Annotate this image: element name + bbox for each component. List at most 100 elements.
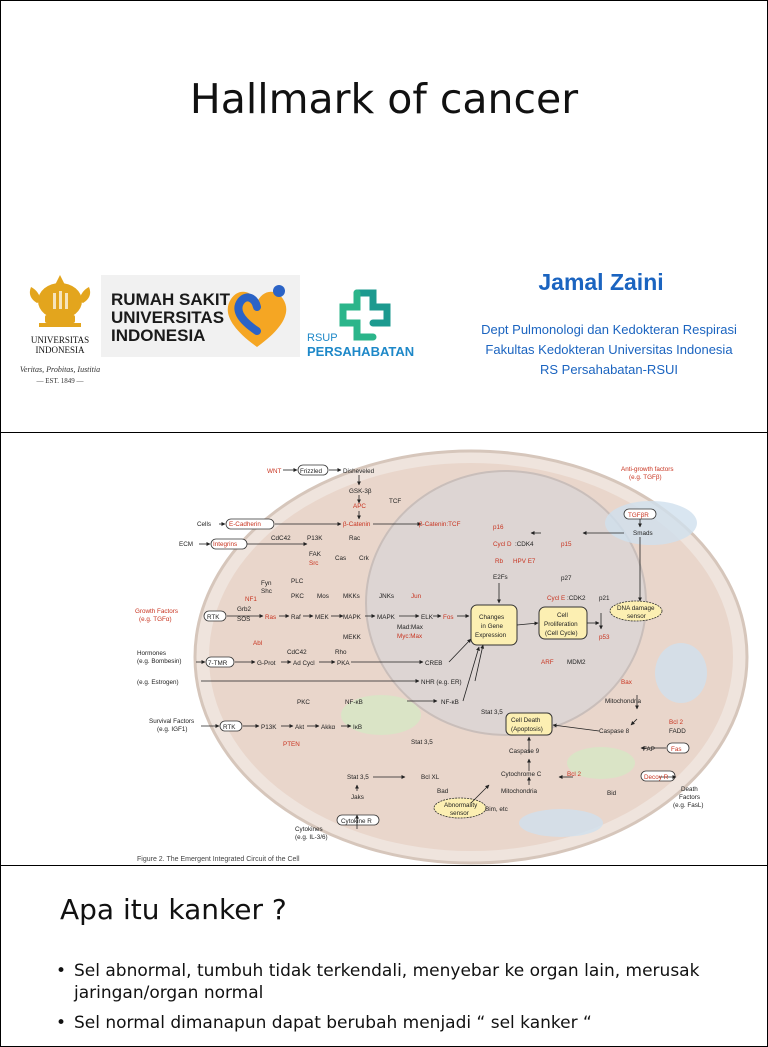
svg-text::CDK4: :CDK4 bbox=[515, 541, 534, 548]
svg-text:Cells: Cells bbox=[197, 521, 211, 528]
svg-text:Shc: Shc bbox=[261, 588, 272, 595]
svg-text:GSK-3β: GSK-3β bbox=[349, 488, 372, 495]
affiliation-line: RS Persahabatan-RSUI bbox=[539, 362, 678, 377]
svg-text:Bcl XL: Bcl XL bbox=[421, 774, 440, 781]
svg-text:ECM: ECM bbox=[179, 541, 193, 548]
er-organelle bbox=[605, 501, 697, 545]
svg-text:Cas: Cas bbox=[335, 555, 346, 562]
svg-text:sensor: sensor bbox=[450, 810, 469, 817]
svg-text:RTK: RTK bbox=[207, 614, 220, 621]
svg-text:(e.g. Bombesin): (e.g. Bombesin) bbox=[137, 658, 181, 665]
bullet-list: Sel abnormal, tumbuh tidak terkendali, m… bbox=[56, 960, 756, 1042]
svg-text:Bcl 2: Bcl 2 bbox=[669, 719, 683, 726]
svg-text:CREB: CREB bbox=[425, 660, 443, 667]
svg-text:Cytochrome C: Cytochrome C bbox=[501, 771, 542, 778]
svg-text:FADD: FADD bbox=[669, 728, 686, 735]
svg-text:Disheveled: Disheveled bbox=[343, 468, 375, 475]
svg-text:Expression: Expression bbox=[475, 632, 507, 639]
svg-text:NF-κB: NF-κB bbox=[345, 699, 363, 706]
svg-text:DNA damage: DNA damage bbox=[617, 605, 655, 612]
svg-text:Akkα: Akkα bbox=[321, 724, 335, 731]
abnormality-sensor bbox=[433, 797, 487, 819]
svg-text:PKA: PKA bbox=[337, 660, 350, 667]
svg-text:in Gene: in Gene bbox=[481, 623, 504, 630]
svg-text:Mitochondria: Mitochondria bbox=[605, 698, 642, 705]
svg-text:p21: p21 bbox=[599, 595, 610, 602]
mitochondria-organelle bbox=[341, 695, 421, 735]
svg-text:Factors: Factors bbox=[679, 794, 700, 801]
svg-text:Rac: Rac bbox=[349, 535, 360, 542]
svg-text:Mos: Mos bbox=[317, 593, 329, 600]
ui-logo-name: UNIVERSITAS INDONESIA bbox=[30, 335, 90, 355]
svg-text:PTEN: PTEN bbox=[283, 741, 300, 748]
svg-text:(e.g. TGFβ): (e.g. TGFβ) bbox=[629, 474, 662, 481]
universitas-indonesia-logo-icon bbox=[29, 275, 91, 327]
svg-text:CdC42: CdC42 bbox=[271, 535, 291, 542]
author-name: Jamal Zaini bbox=[538, 269, 664, 295]
svg-text:Death: Death bbox=[681, 786, 698, 793]
svg-text:p15: p15 bbox=[561, 541, 572, 548]
svg-text:Bax: Bax bbox=[621, 679, 633, 686]
svg-text:Rho: Rho bbox=[335, 649, 347, 656]
svg-text:Raf: Raf bbox=[291, 614, 301, 621]
svg-text:Src: Src bbox=[309, 560, 318, 567]
svg-text:MDM2: MDM2 bbox=[567, 659, 586, 666]
persahabatan-label: PERSAHABATAN bbox=[307, 344, 415, 359]
svg-text:β-Catenin:TCF: β-Catenin:TCF bbox=[419, 521, 461, 528]
svg-text:Myc:Max: Myc:Max bbox=[397, 633, 423, 640]
circuit-diagram-slide: WNT Frizzled Disheveled GSK-3β APC TCF β… bbox=[0, 432, 768, 866]
svg-text:Fos: Fos bbox=[443, 614, 454, 621]
svg-text:PKC: PKC bbox=[291, 593, 304, 600]
svg-text:sensor: sensor bbox=[627, 613, 646, 620]
svg-text:NHR (e.g. ER): NHR (e.g. ER) bbox=[421, 679, 462, 686]
rsup-label: RSUP bbox=[307, 332, 338, 344]
svg-text:P13K: P13K bbox=[307, 535, 323, 542]
mitochondria-organelle bbox=[567, 747, 635, 779]
svg-text:Cell: Cell bbox=[557, 612, 568, 619]
svg-text:Smads: Smads bbox=[633, 530, 653, 537]
affiliation-line: Dept Pulmonologi dan Kedokteran Respiras… bbox=[481, 322, 737, 337]
cell-death-box bbox=[505, 712, 553, 736]
er-organelle bbox=[519, 809, 603, 837]
svg-text:Growth Factors: Growth Factors bbox=[135, 608, 178, 615]
svg-text:MEK: MEK bbox=[315, 614, 329, 621]
svg-text:Fyn: Fyn bbox=[261, 580, 272, 587]
svg-text:ELK: ELK bbox=[421, 614, 434, 621]
svg-text:Hormones: Hormones bbox=[137, 650, 166, 657]
svg-text:Cell Death: Cell Death bbox=[511, 717, 541, 724]
er-organelle bbox=[655, 643, 707, 703]
svg-text::CDK2: :CDK2 bbox=[567, 595, 586, 602]
svg-text:IκB: IκB bbox=[353, 724, 362, 731]
svg-text:Integrins: Integrins bbox=[213, 541, 237, 548]
svg-text:Caspase 9: Caspase 9 bbox=[509, 748, 540, 755]
svg-text:SOS: SOS bbox=[237, 616, 250, 623]
svg-text:Cycl E: Cycl E bbox=[547, 595, 565, 602]
svg-text:JNKs: JNKs bbox=[379, 593, 394, 600]
svg-text:MKKs: MKKs bbox=[343, 593, 360, 600]
svg-text:Cycl D: Cycl D bbox=[493, 541, 512, 548]
svg-text:E-Cadherin: E-Cadherin bbox=[229, 521, 261, 528]
svg-text:NF1: NF1 bbox=[245, 596, 257, 603]
svg-text:Mitochondria: Mitochondria bbox=[501, 788, 538, 795]
svg-text:p27: p27 bbox=[561, 575, 572, 582]
slide-heading: Apa itu kanker ? bbox=[60, 893, 287, 926]
svg-text:(e.g. IGF1): (e.g. IGF1) bbox=[157, 726, 187, 733]
svg-text:Survival Factors: Survival Factors bbox=[149, 718, 194, 725]
svg-text:MAPK: MAPK bbox=[343, 614, 362, 621]
svg-text:MAPK: MAPK bbox=[377, 614, 396, 621]
figure-caption: Figure 2. The Emergent Integrated Circui… bbox=[137, 856, 300, 863]
dna-damage-sensor bbox=[609, 600, 663, 622]
ui-logo-motto: Veritas, Probitas, Iustitia bbox=[19, 365, 101, 374]
svg-text:Bad: Bad bbox=[437, 788, 449, 795]
svg-text:Decoy R: Decoy R bbox=[644, 774, 669, 781]
svg-text:(Cell Cycle): (Cell Cycle) bbox=[545, 630, 578, 637]
svg-text:Bim, etc: Bim, etc bbox=[485, 806, 508, 813]
svg-text:Jaks: Jaks bbox=[351, 794, 364, 801]
svg-text:Ras: Ras bbox=[265, 614, 276, 621]
svg-text:PLC: PLC bbox=[291, 578, 304, 585]
svg-text:Fas: Fas bbox=[671, 746, 682, 753]
bullet-item: Sel abnormal, tumbuh tidak terkendali, m… bbox=[56, 960, 756, 1004]
svg-text:Ad Cycl: Ad Cycl bbox=[293, 660, 315, 667]
svg-text:E2Fs: E2Fs bbox=[493, 574, 508, 581]
svg-text:Grb2: Grb2 bbox=[237, 606, 251, 613]
